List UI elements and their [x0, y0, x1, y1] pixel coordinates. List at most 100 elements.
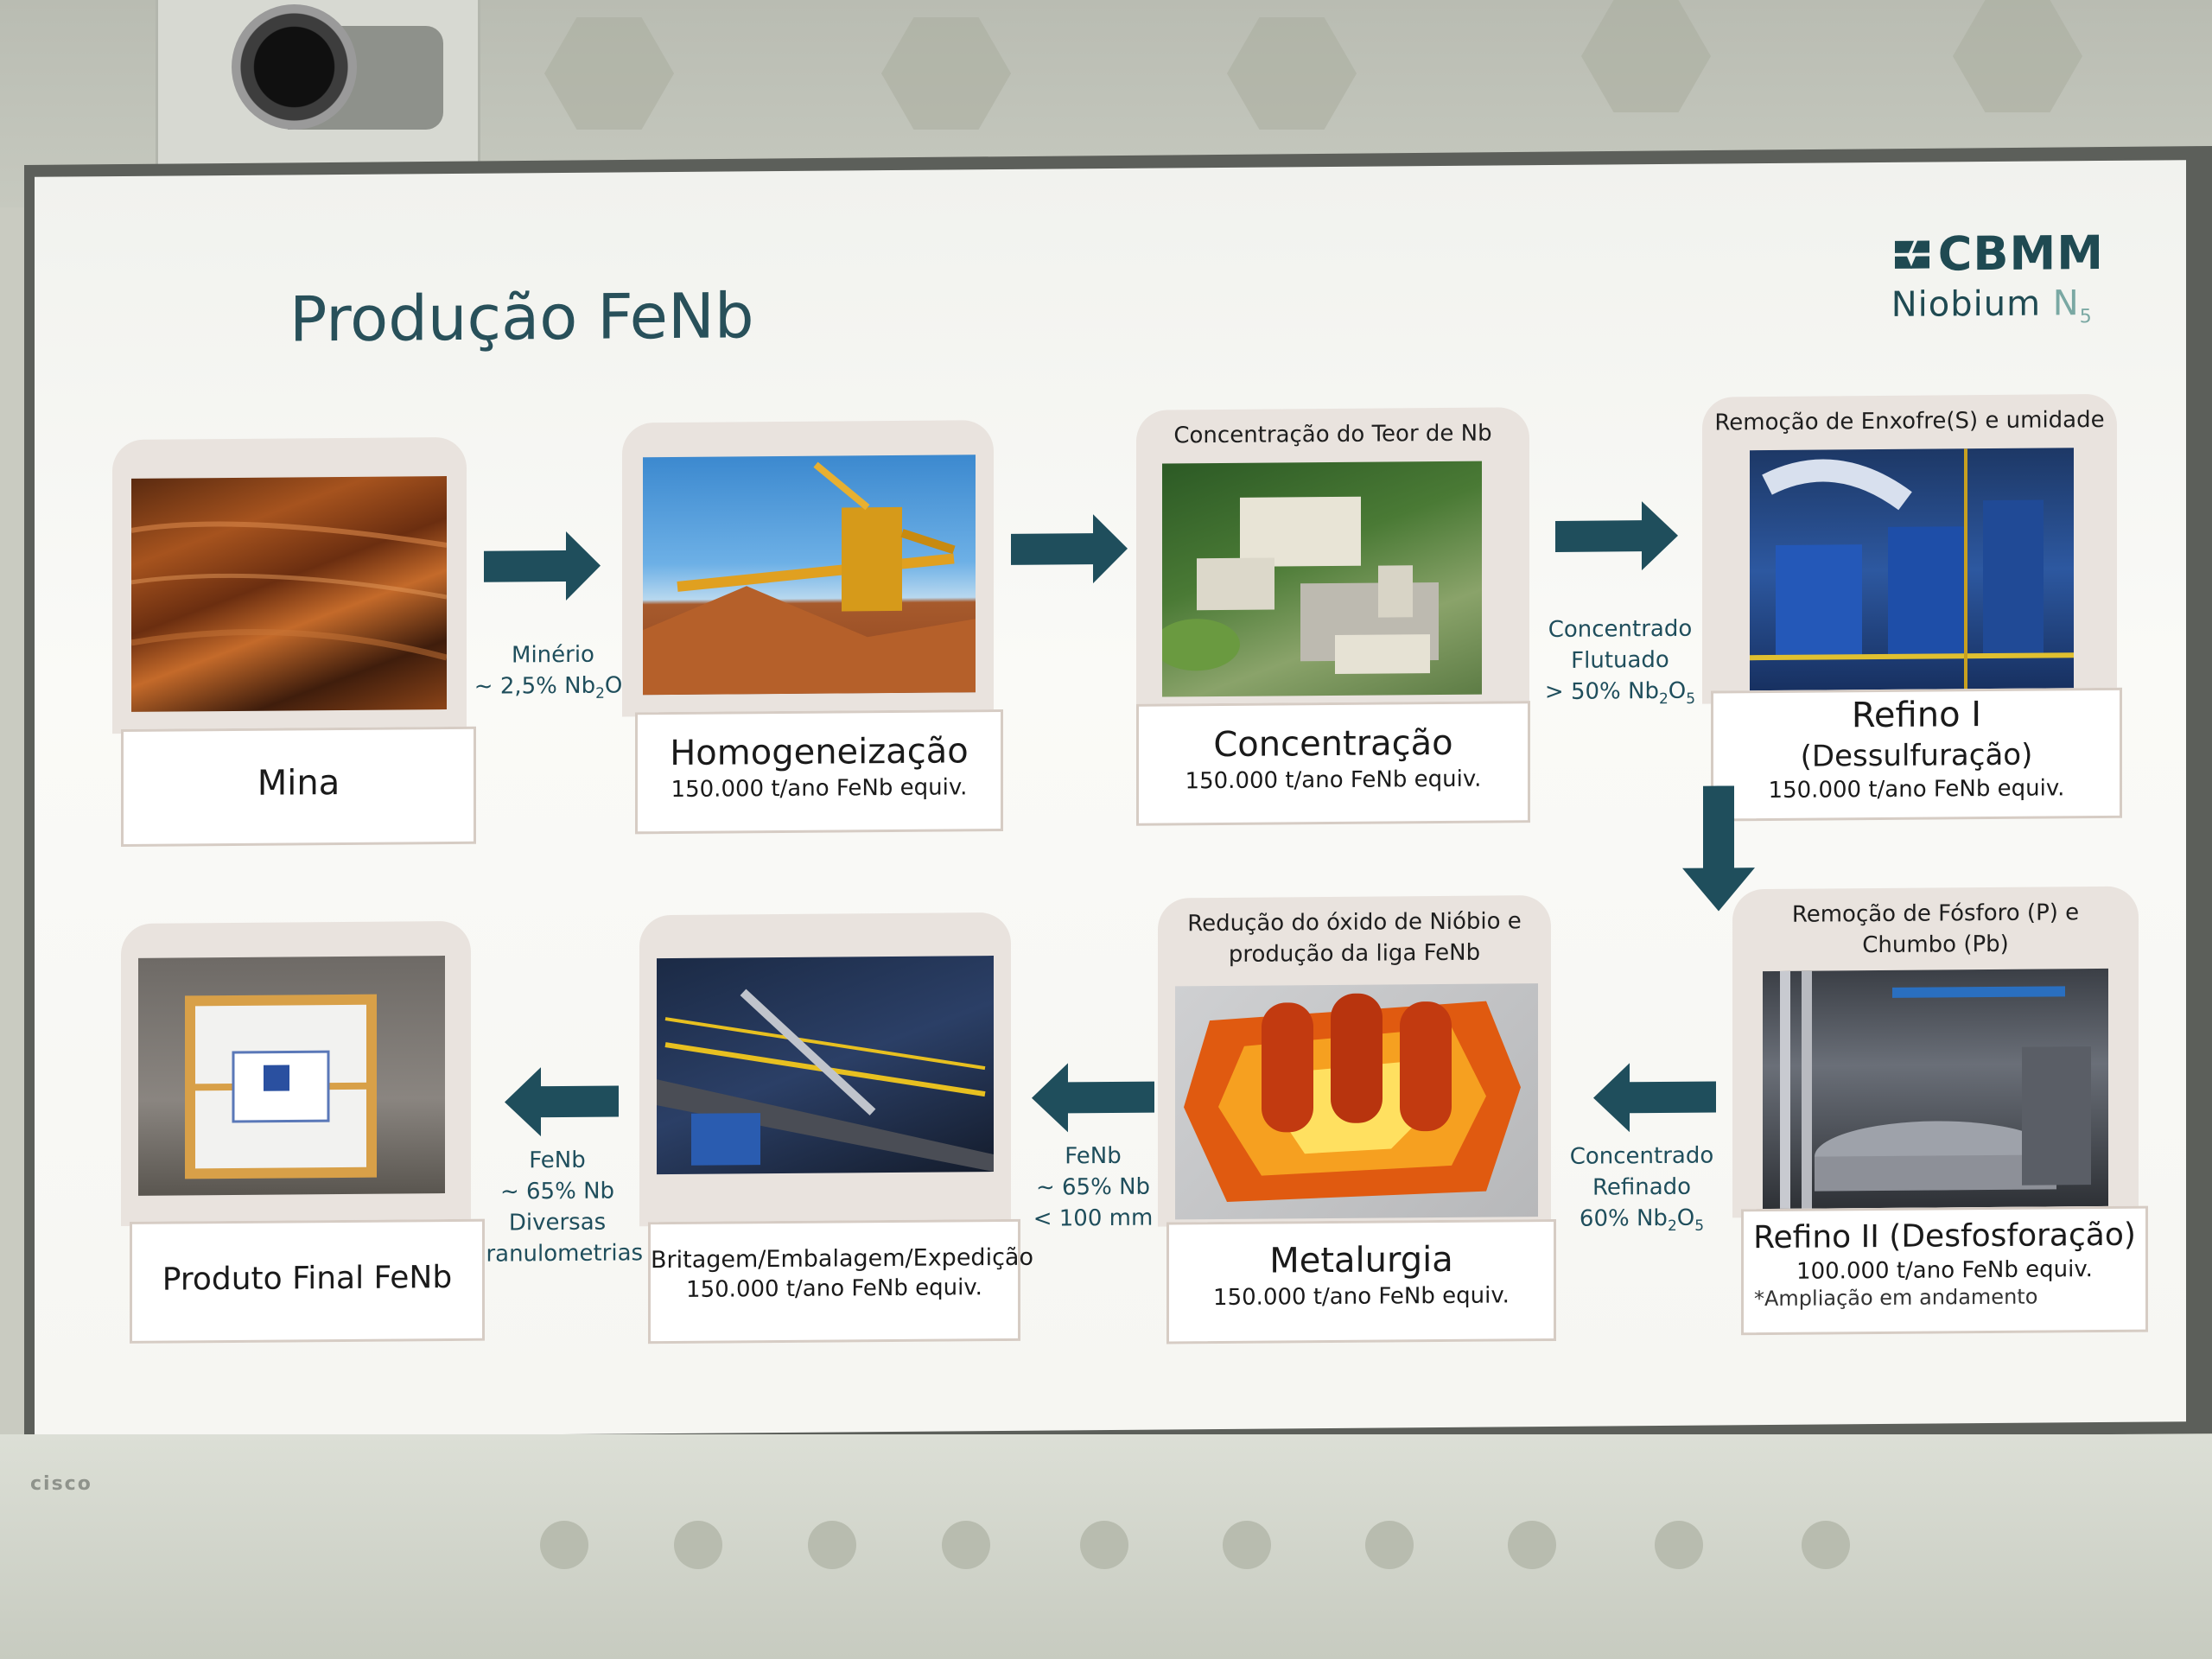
projected-slide: Produção FeNb CBMM Niobium N5 Mina	[35, 160, 2186, 1439]
mine-photo	[131, 476, 447, 712]
step-card-concentracao: Concentração do Teor de Nb	[1136, 407, 1529, 709]
flow-text-part: ~ 2,5% Nb	[474, 672, 596, 700]
flow-text-part: O	[1668, 677, 1687, 704]
step-capacity: 150.000 t/ano FeNb equiv.	[1213, 1282, 1510, 1312]
flow-text-part: O	[604, 672, 623, 699]
step-caption-line: Remoção de Fósforo (P) e	[1791, 899, 2080, 928]
flow-text-sub: 2	[1667, 1217, 1677, 1236]
speaker-dot	[1802, 1521, 1850, 1569]
flow-text-line: Concentrado	[1569, 1142, 1714, 1170]
step-capacity: 150.000 t/ano FeNb equiv.	[671, 774, 968, 803]
flow-arrow-down-icon	[1682, 785, 1755, 912]
step-name: Mina	[257, 763, 340, 804]
flow-text-sub: 2	[595, 684, 605, 702]
step-caption: Redução do óxido de Nióbio e produção da…	[1158, 906, 1551, 971]
step-label-refino-2: Refino II (Desfosforação) 100.000 t/ano …	[1741, 1205, 2148, 1336]
step-card-produto-final	[121, 920, 471, 1226]
stacker-reclaimer-icon	[643, 461, 976, 696]
cbmm-mark-icon	[1894, 240, 1929, 269]
flow-text-line: ~ 65% Nb	[499, 1178, 615, 1205]
flow-text-line: ~ 65% Nb	[1035, 1173, 1151, 1201]
packaged-crate-icon	[185, 994, 377, 1179]
flow-arrow-right-icon	[1011, 514, 1128, 584]
flow-text-part: > 50% Nb	[1544, 678, 1659, 706]
step-name: Britagem/Embalagem/Expedição	[651, 1243, 1033, 1274]
ceiling-panel	[1227, 17, 1357, 130]
slide-title: Produção FeNb	[289, 279, 754, 356]
flow-text-line: FeNb	[1065, 1142, 1122, 1170]
flow-text-line: Refinado	[1592, 1173, 1692, 1201]
molten-metal-icon	[1184, 993, 1521, 1202]
flow-label-minerio: Minério ~ 2,5% Nb2O5	[467, 639, 639, 710]
brand-name: CBMM	[1937, 225, 2104, 282]
step-card-refino-2: Remoção de Fósforo (P) e Chumbo (Pb)	[1732, 886, 2139, 1218]
desulfurization-unit-icon	[1750, 448, 2074, 691]
flow-label-concentrado-flutuado: Concentrado Flutuado > 50% Nb2O5	[1529, 613, 1711, 716]
step-name: Produto Final FeNb	[162, 1259, 453, 1298]
speaker-dot	[942, 1521, 990, 1569]
furnace-photo	[1763, 968, 2108, 1210]
step-name: Concentração	[1213, 722, 1453, 766]
refining-photo	[1750, 448, 2074, 693]
step-label-refino-1: Refino I (Dessulfuração) 150.000 t/ano F…	[1711, 687, 2122, 822]
step-caption: Concentração do Teor de Nb	[1173, 420, 1492, 449]
camera-lens	[232, 4, 357, 130]
flow-arrow-left-icon	[505, 1067, 619, 1137]
speaker-dot	[1223, 1521, 1271, 1569]
nb-mark-icon: N5	[2052, 283, 2093, 328]
conveyor-belt-icon	[657, 988, 994, 1173]
flow-text-line: ~ 2,5% Nb2O5	[467, 670, 639, 710]
step-label-concentracao: Concentração 150.000 t/ano FeNb equiv.	[1136, 701, 1530, 826]
metallurgy-photo	[1175, 983, 1538, 1220]
step-label-metalurgia: Metalurgia 150.000 t/ano FeNb equiv.	[1166, 1218, 1556, 1344]
flow-text-part: O	[1676, 1205, 1695, 1231]
step-card-homogeneizacao	[622, 420, 994, 717]
flow-text-line: Flutuado	[1571, 646, 1669, 674]
speaker-dot	[808, 1521, 856, 1569]
step-caption-line: Chumbo (Pb)	[1862, 931, 2009, 959]
step-capacity: 150.000 t/ano FeNb equiv.	[686, 1274, 982, 1303]
flow-label-fenb-100mm: FeNb ~ 65% Nb < 100 mm	[1011, 1140, 1175, 1234]
ceiling-panel	[881, 17, 1011, 130]
flow-text-line: Diversas	[508, 1209, 607, 1236]
product-photo	[138, 956, 445, 1196]
flow-arrow-right-icon	[484, 531, 601, 601]
flow-arrow-left-icon	[1032, 1063, 1154, 1133]
flow-text-sub: 5	[1686, 690, 1696, 708]
speaker-dot	[1655, 1521, 1703, 1569]
speaker-dot	[1080, 1521, 1128, 1569]
ceiling-panel	[544, 17, 674, 130]
flow-text-line: Minério	[512, 641, 594, 669]
brand-sub: Niobium	[1891, 283, 2042, 325]
crushing-photo	[657, 956, 994, 1175]
flow-text-line: granulometrias	[471, 1240, 644, 1268]
flow-text-sub: 5	[1694, 1217, 1705, 1235]
flow-arrow-right-icon	[1555, 501, 1678, 571]
step-card-mina	[112, 436, 467, 734]
plant-photo	[1162, 461, 1482, 697]
step-caption-line: Redução do óxido de Nióbio e	[1187, 908, 1522, 938]
speaker-dot	[674, 1521, 722, 1569]
speaker-dot	[1365, 1521, 1414, 1569]
flow-text-part: 60% Nb	[1579, 1205, 1668, 1232]
mine-terraces-icon	[131, 521, 447, 661]
step-label-produto-final: Produto Final FeNb	[130, 1218, 485, 1344]
step-label-britagem: Britagem/Embalagem/Expedição 150.000 t/a…	[648, 1218, 1033, 1344]
step-label-homogeneizacao: Homogeneização 150.000 t/ano FeNb equiv.	[635, 709, 1003, 835]
flow-text-line: 60% Nb2O5	[1555, 1202, 1728, 1243]
flow-text-line: Concentrado	[1548, 615, 1693, 644]
stacker-photo	[643, 454, 976, 696]
speaker-dot	[1508, 1521, 1556, 1569]
flow-text-line: > 50% Nb2O5	[1529, 676, 1711, 716]
speaker-dot	[540, 1521, 588, 1569]
industrial-plant-icon	[1162, 496, 1439, 674]
cisco-logo: cisco	[30, 1473, 92, 1495]
step-caption-line: produção da liga FeNb	[1228, 939, 1481, 968]
step-caption: Remoção de Fósforo (P) e Chumbo (Pb)	[1732, 897, 2139, 963]
step-card-metalurgia: Redução do óxido de Nióbio e produção da…	[1158, 894, 1551, 1227]
flow-text-line: < 100 mm	[1033, 1205, 1154, 1232]
dephosphorization-furnace-icon	[1780, 970, 2091, 1209]
step-note: *Ampliação em andamento	[1754, 1284, 2038, 1312]
step-capacity: 150.000 t/ano FeNb equiv.	[1185, 766, 1482, 795]
step-card-britagem	[639, 912, 1011, 1227]
